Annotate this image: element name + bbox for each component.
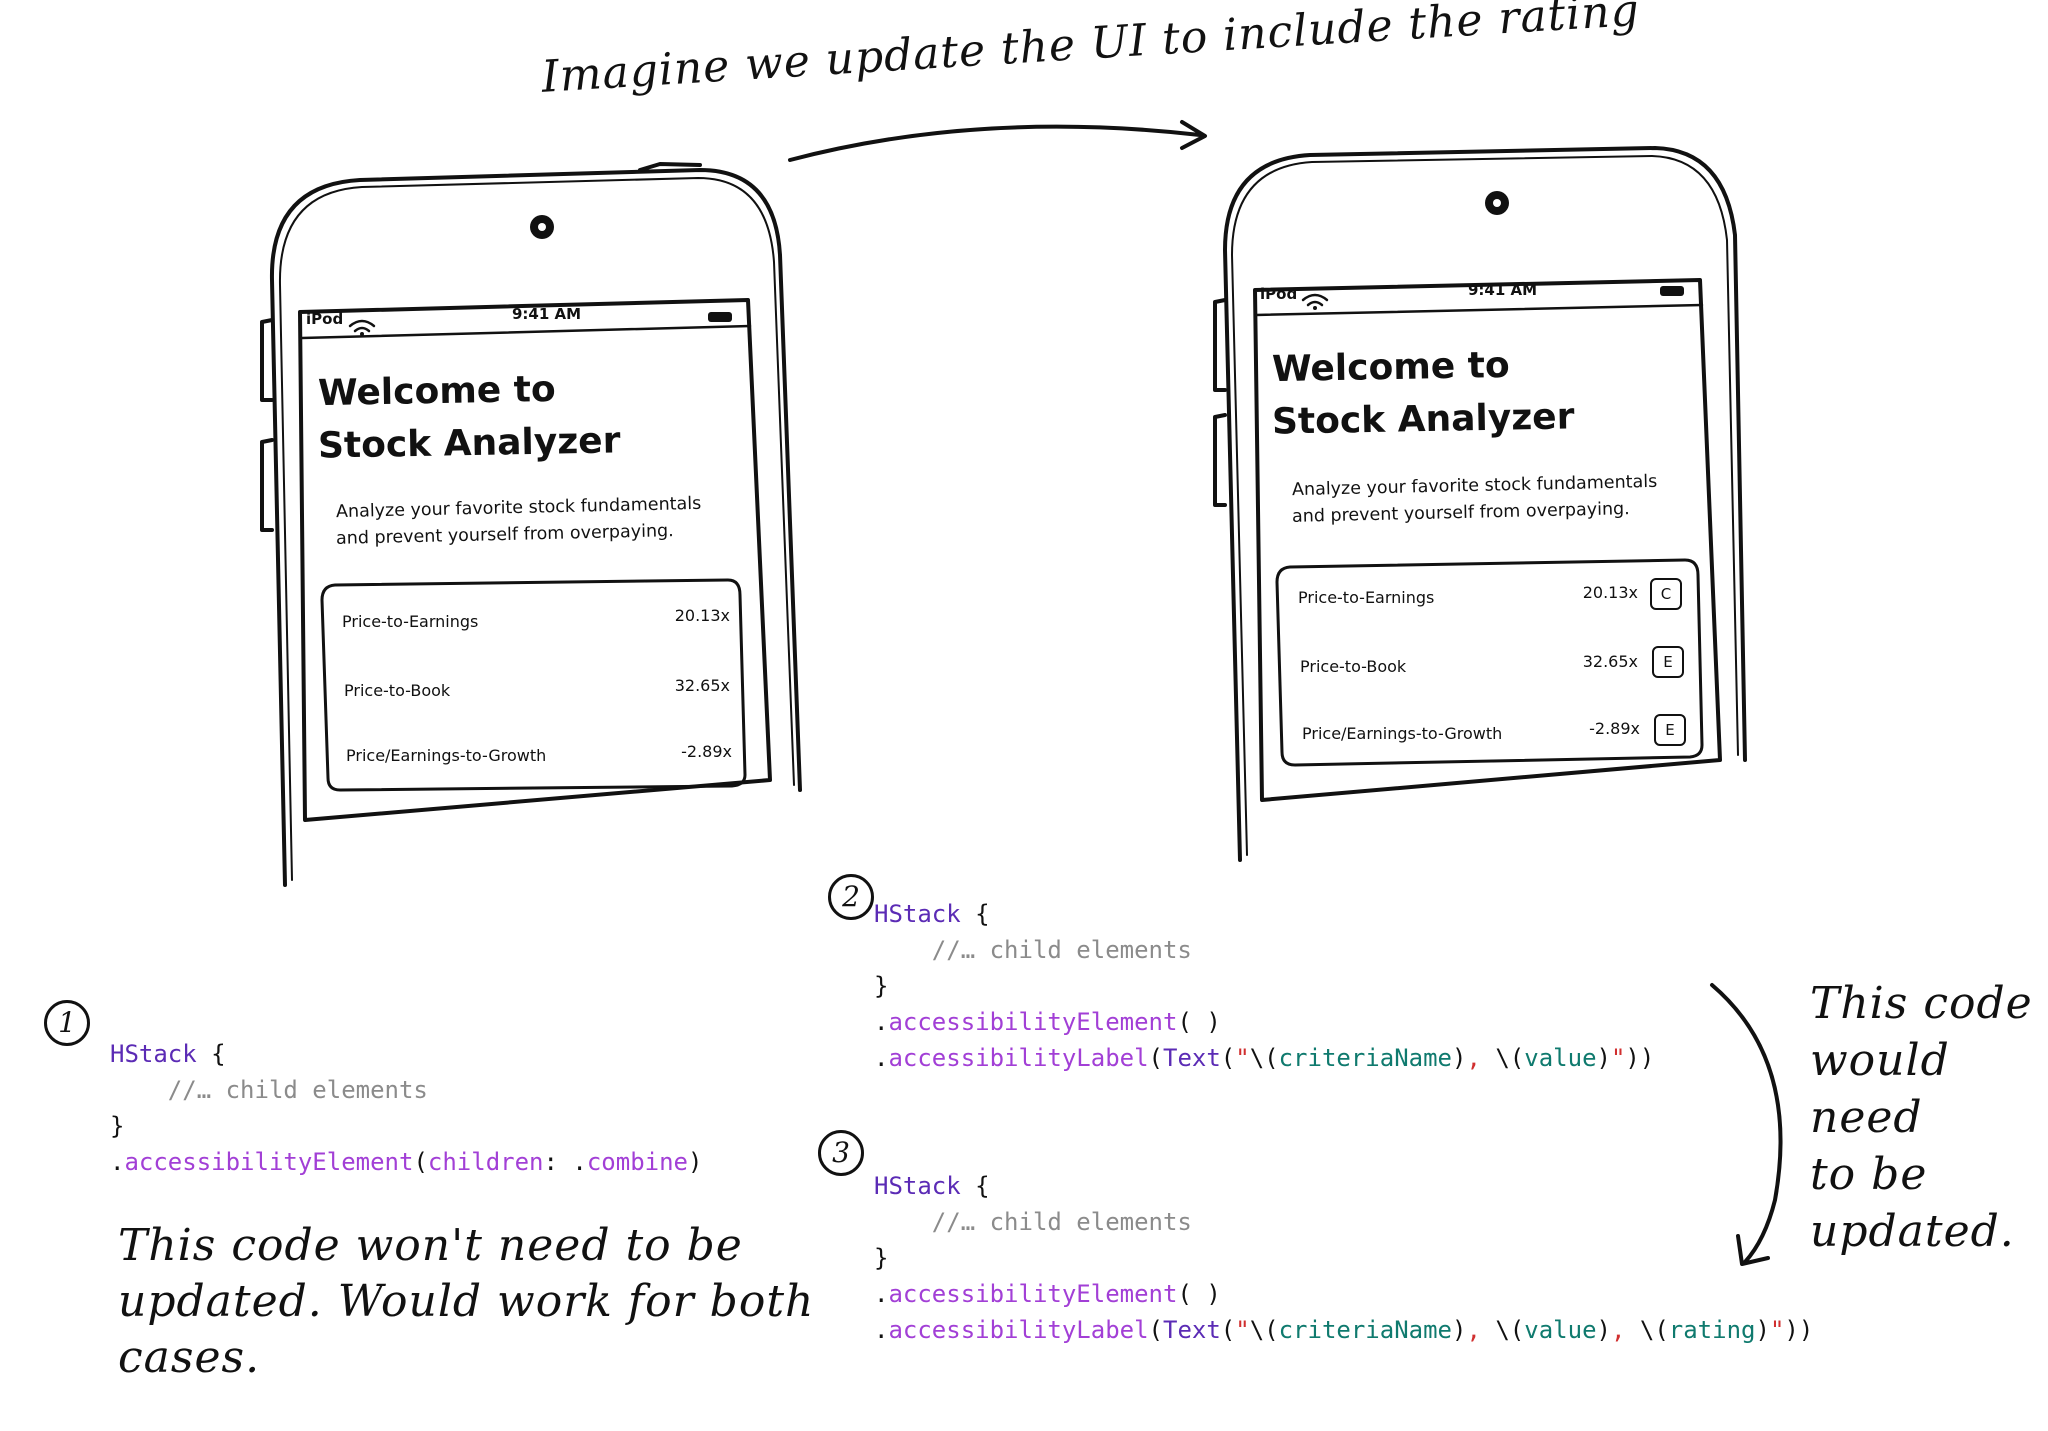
phone-2-screen	[1253, 278, 1722, 802]
rating-badge: C	[1650, 578, 1682, 610]
code-block-3: HStack { //… child elements } .accessibi…	[874, 1168, 1813, 1348]
metric-value: -2.89x	[681, 742, 732, 761]
code-line: .accessibilityLabel(Text("\(criteriaName…	[874, 1316, 1814, 1344]
code-line: .accessibilityElement( )	[874, 1008, 1221, 1036]
code-block-1: HStack { //… child elements } .accessibi…	[110, 1036, 702, 1180]
battery-icon	[708, 312, 732, 322]
metric-name: Price-to-Book	[1300, 657, 1407, 676]
rating-badge: E	[1654, 714, 1686, 746]
metric-value: 32.65x	[1582, 652, 1638, 671]
phone-1-screen	[298, 298, 772, 822]
code-line: //… child elements	[167, 1076, 428, 1104]
metric-name: Price-to-Book	[344, 681, 451, 700]
metric-value: 20.13x	[674, 606, 730, 625]
curved-arrow-icon	[788, 124, 1202, 162]
code-line: }	[110, 1112, 125, 1140]
screen-title-line-1: Welcome to	[1271, 344, 1510, 391]
step-number-1: 1	[44, 1000, 90, 1046]
code-line: .accessibilityLabel(Text("\(criteriaName…	[874, 1044, 1655, 1072]
code-line: HStack {	[874, 900, 990, 928]
metric-value: -2.89x	[1589, 719, 1640, 738]
status-carrier: iPod	[306, 310, 344, 328]
wifi-icon	[1301, 293, 1329, 307]
phone-1-card	[320, 578, 747, 792]
note-no-update-needed: This code won't need to be updated. Woul…	[118, 1220, 815, 1383]
step-number-3: 3	[818, 1130, 864, 1176]
screen-title-line-2: Stock Analyzer	[1271, 396, 1575, 443]
metric-name: Price-to-Earnings	[1298, 588, 1435, 607]
status-carrier: iPod	[1260, 285, 1298, 303]
code-line: .accessibilityElement( )	[874, 1280, 1221, 1308]
phone-1-outline	[269, 168, 802, 887]
status-time: 9:41 AM	[512, 305, 582, 323]
camera-icon	[530, 215, 554, 239]
metric-value: 20.13x	[1582, 583, 1638, 602]
code-block-2: HStack { //… child elements } .accessibi…	[874, 896, 1654, 1076]
curved-arrow-icon	[1710, 983, 1783, 1264]
metric-name: Price/Earnings-to-Growth	[346, 746, 547, 765]
screen-title-line-1: Welcome to	[317, 368, 556, 415]
status-time: 9:41 AM	[1468, 281, 1538, 299]
phone-2-outline	[1223, 146, 1747, 862]
battery-icon	[1660, 286, 1684, 296]
code-line: }	[874, 972, 889, 1000]
phone-2-card	[1275, 558, 1704, 767]
wifi-icon	[348, 319, 376, 333]
note-update-needed: This code would need to be updated.	[1810, 978, 2033, 1257]
metric-name: Price-to-Earnings	[342, 612, 479, 631]
screen-title-line-2: Stock Analyzer	[317, 420, 621, 467]
metric-name: Price/Earnings-to-Growth	[1302, 724, 1503, 743]
code-line: //… child elements	[931, 1208, 1192, 1236]
camera-icon	[1485, 191, 1509, 215]
code-line: }	[874, 1244, 889, 1272]
code-line: HStack {	[874, 1172, 990, 1200]
code-line: .accessibilityElement(children: .combine…	[110, 1148, 703, 1176]
step-number-2: 2	[828, 874, 874, 920]
metric-value: 32.65x	[674, 676, 730, 695]
code-line: //… child elements	[931, 936, 1192, 964]
rating-badge: E	[1652, 646, 1684, 678]
code-line: HStack {	[110, 1040, 226, 1068]
